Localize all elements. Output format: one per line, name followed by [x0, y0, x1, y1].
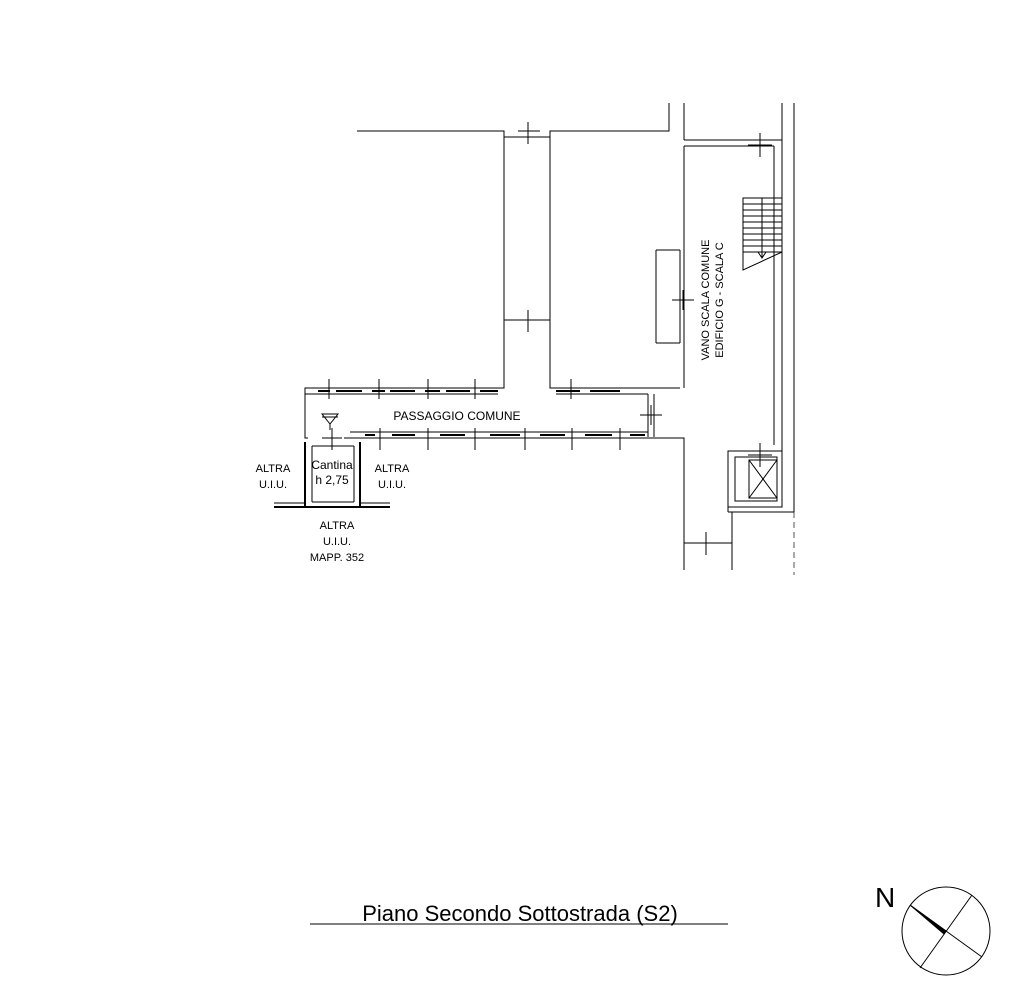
- stairwell-label: VANO SCALA COMUNE EDIFICIO G - SCALA C: [700, 240, 726, 361]
- altra-right-line2: U.I.U.: [378, 479, 406, 491]
- stair-flight: [742, 197, 783, 271]
- cantina-height-label: h 2,75: [315, 473, 349, 487]
- stairwell: [655, 103, 795, 575]
- north-label: N: [875, 882, 895, 913]
- stairwell-label-line1: VANO SCALA COMUNE: [700, 240, 712, 361]
- altra-right-line1: ALTRA: [375, 463, 410, 475]
- north-compass-icon: [901, 886, 991, 976]
- cantina-label: Cantina: [311, 458, 353, 472]
- level-marker-icon: [320, 413, 340, 430]
- upper-wall-outline: [357, 103, 680, 389]
- corridor-label: PASSAGGIO COMUNE: [393, 409, 520, 423]
- elevator-shaft-icon: [684, 450, 794, 570]
- plan-title: Piano Secondo Sottostrada (S2): [362, 901, 678, 926]
- wall-ticks: [319, 122, 772, 555]
- cantina-room: [274, 442, 390, 508]
- altra-left-line1: ALTRA: [256, 463, 291, 475]
- altra-bottom-line1: ALTRA: [320, 520, 355, 532]
- stairwell-label-line2: EDIFICIO G - SCALA C: [714, 242, 726, 358]
- altra-left-line2: U.I.U.: [259, 479, 287, 491]
- altra-bottom-line3: MAPP. 352: [310, 552, 364, 564]
- altra-bottom-line2: U.I.U.: [323, 536, 351, 548]
